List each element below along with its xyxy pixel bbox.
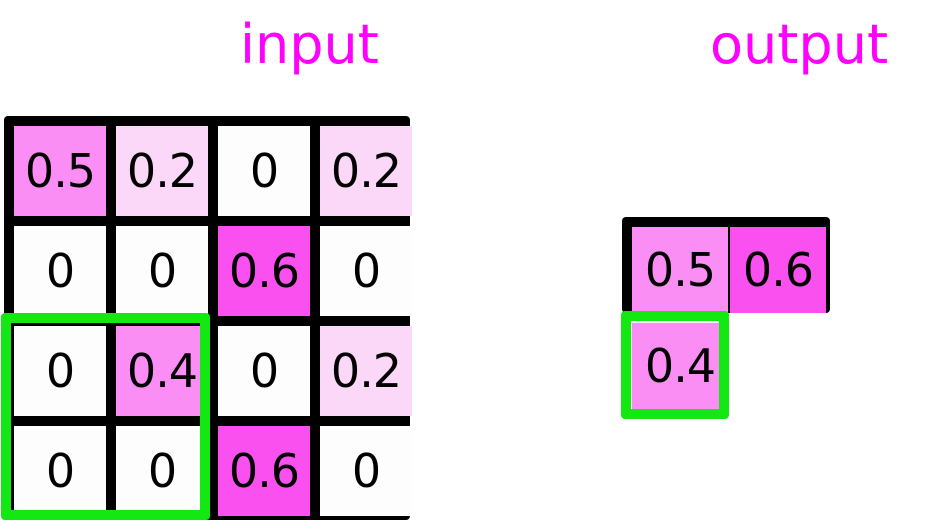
input-cell-r2c2[interactable]: 0 [218, 326, 310, 416]
output-cell-r1c0[interactable]: 0.4 [632, 323, 728, 409]
input-grid: 0.5 0.2 0 0.2 0 0 0.6 0 0 0.4 0 0.2 0 0 … [4, 116, 412, 520]
input-cell-r2c3[interactable]: 0.2 [320, 326, 412, 416]
input-cell-r1c2[interactable]: 0.6 [218, 226, 310, 316]
output-cell-r0c0[interactable]: 0.5 [632, 227, 728, 313]
input-cell-r2c1[interactable]: 0.4 [116, 326, 208, 416]
input-cell-r1c1[interactable]: 0 [116, 226, 208, 316]
input-cell-r1c0[interactable]: 0 [14, 226, 106, 316]
input-cell-r3c1[interactable]: 0 [116, 426, 208, 516]
input-cell-r3c2[interactable]: 0.6 [218, 426, 310, 516]
output-cell-r0c1[interactable]: 0.6 [730, 227, 826, 313]
output-grid: 0.5 0.6 0.4 [622, 217, 830, 418]
input-cell-r3c0[interactable]: 0 [14, 426, 106, 516]
input-cell-r0c3[interactable]: 0.2 [320, 126, 412, 216]
input-cell-r0c1[interactable]: 0.2 [116, 126, 208, 216]
input-cell-r3c3[interactable]: 0 [320, 426, 412, 516]
input-cell-r1c3[interactable]: 0 [320, 226, 412, 316]
output-panel-label: output [710, 13, 889, 76]
input-cell-r0c0[interactable]: 0.5 [14, 126, 106, 216]
input-cell-r0c2[interactable]: 0 [218, 126, 310, 216]
input-cell-r2c0[interactable]: 0 [14, 326, 106, 416]
input-panel-label: input [240, 13, 379, 76]
